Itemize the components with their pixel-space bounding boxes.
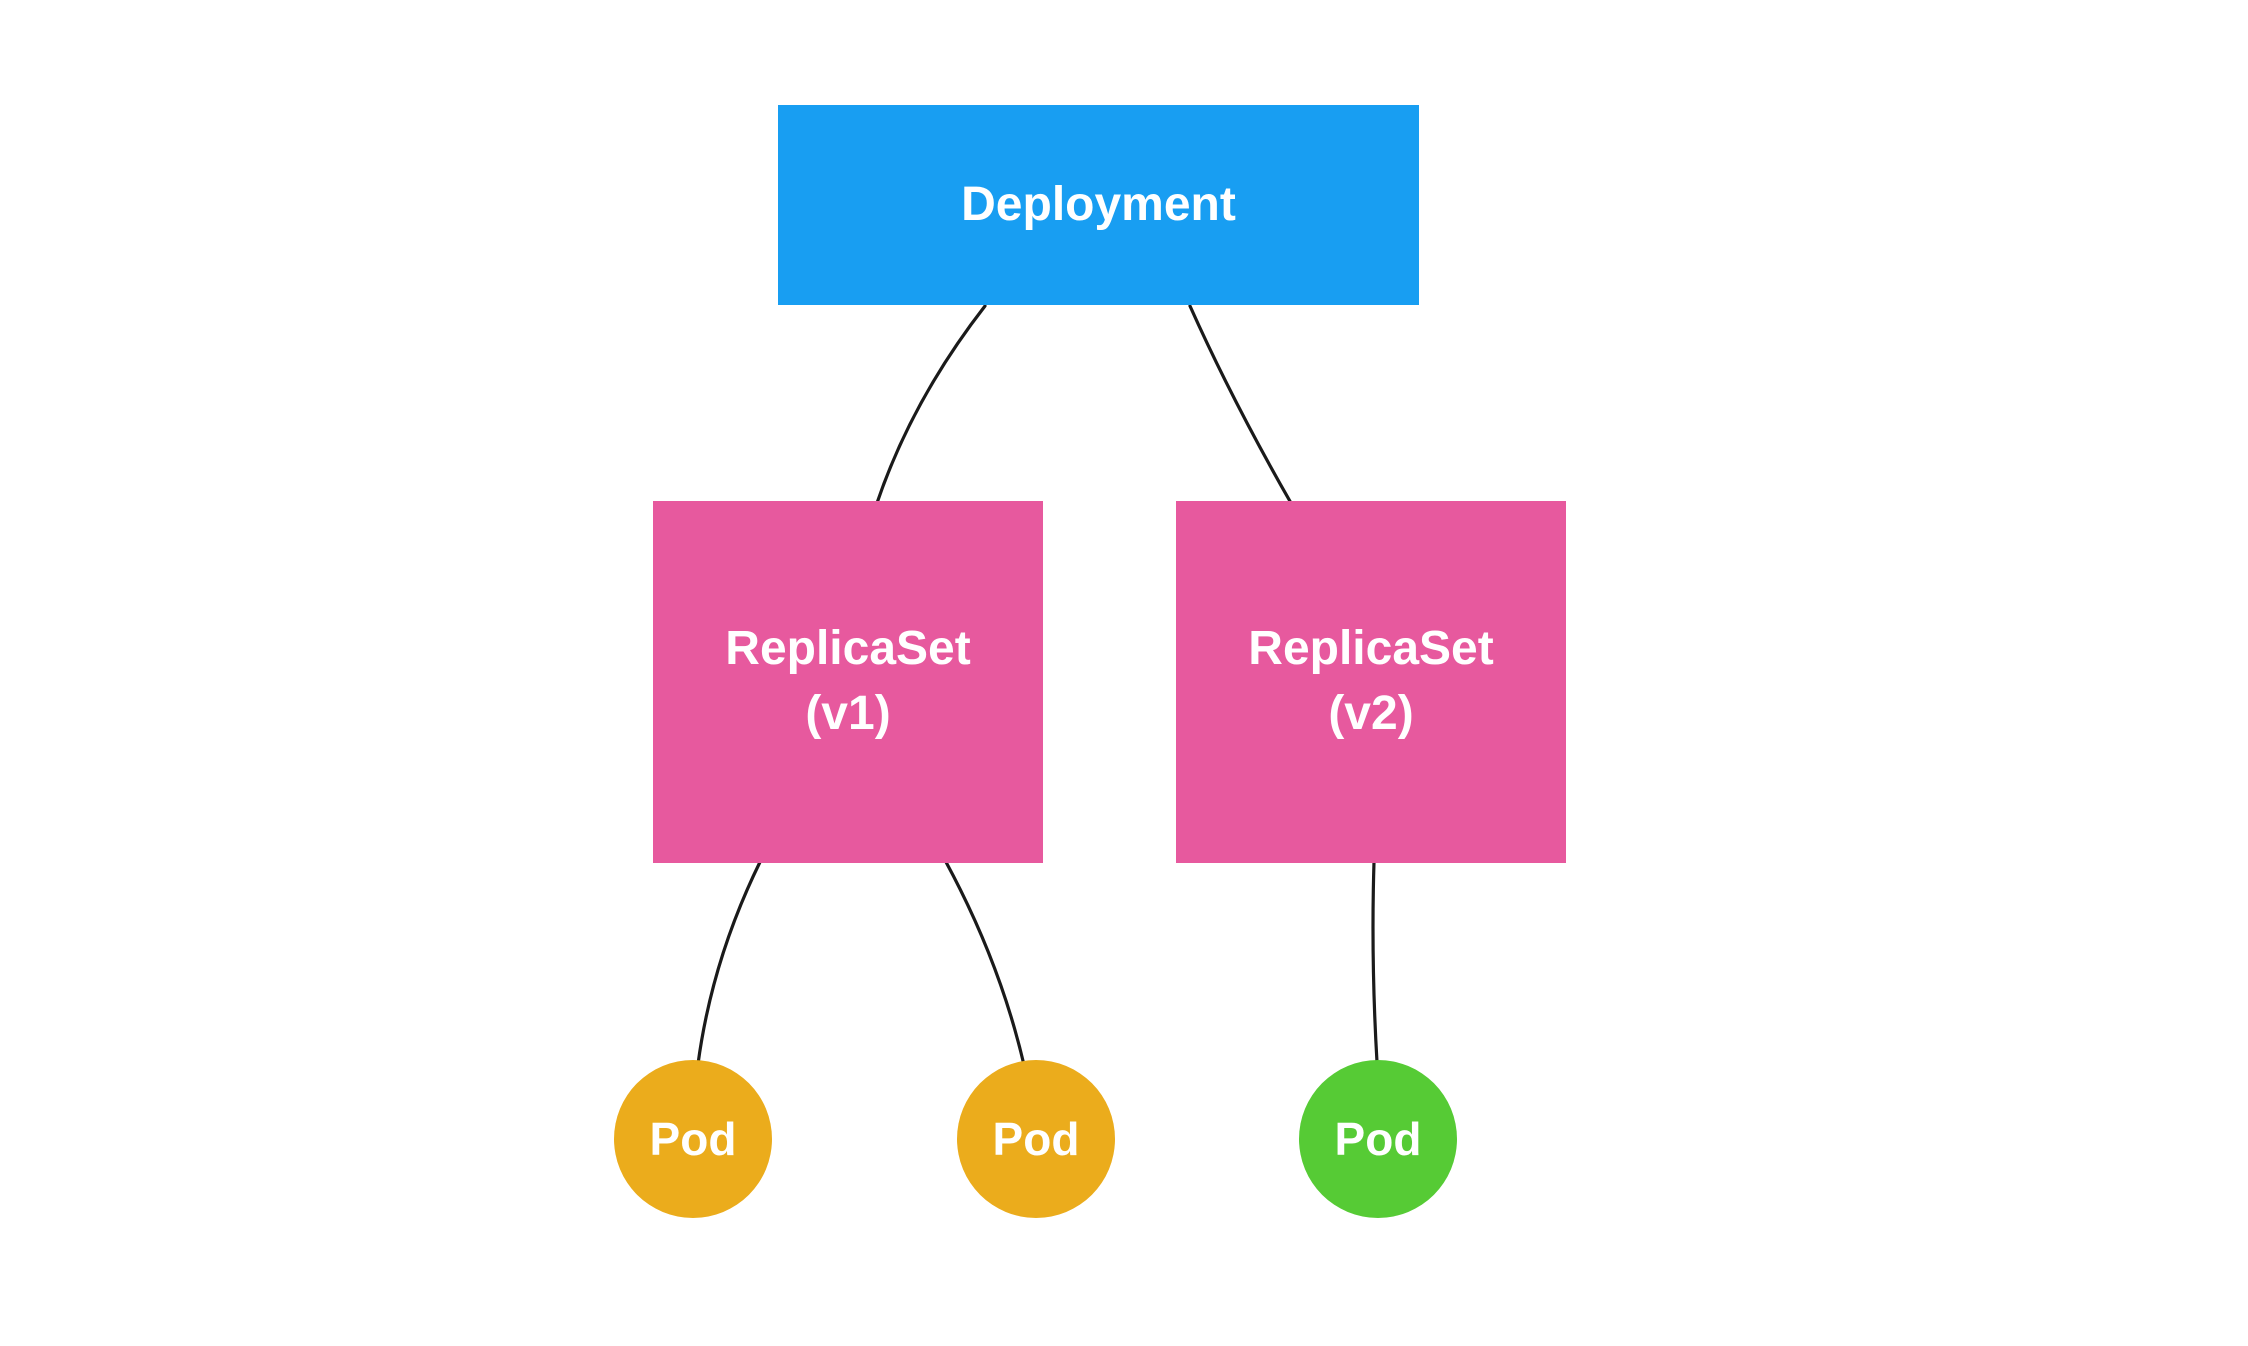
replicaset-v2-label: ReplicaSet: [1248, 622, 1494, 676]
replicaset-v1-version-label: (v1): [805, 687, 891, 740]
pod-2-node: Pod: [957, 1060, 1115, 1218]
pod-2-label: Pod: [992, 1113, 1080, 1165]
edge-replicaset-v1-to-pod-2: [944, 860, 1026, 1067]
replicaset-v2-version-label: (v2): [1328, 687, 1414, 740]
replicaset-v2-node: ReplicaSet (v2): [1176, 501, 1566, 863]
pod-1-label: Pod: [649, 1113, 737, 1165]
pod-3-node: Pod: [1299, 1060, 1457, 1218]
edge-deployment-to-replicaset-v1: [875, 304, 987, 505]
pod-1-node: Pod: [614, 1060, 772, 1218]
replicaset-v1-label: ReplicaSet: [725, 622, 971, 676]
edge-replicaset-v1-to-pod-1: [696, 860, 762, 1066]
replicaset-v1-node: ReplicaSet (v1): [653, 501, 1043, 863]
pod-3-label: Pod: [1334, 1113, 1422, 1165]
edge-replicaset-v2-to-pod-3: [1371, 860, 1379, 1064]
edge-deployment-to-replicaset-v2: [1188, 304, 1293, 505]
deployment-node: Deployment: [778, 105, 1419, 305]
deployment-label: Deployment: [961, 177, 1236, 231]
